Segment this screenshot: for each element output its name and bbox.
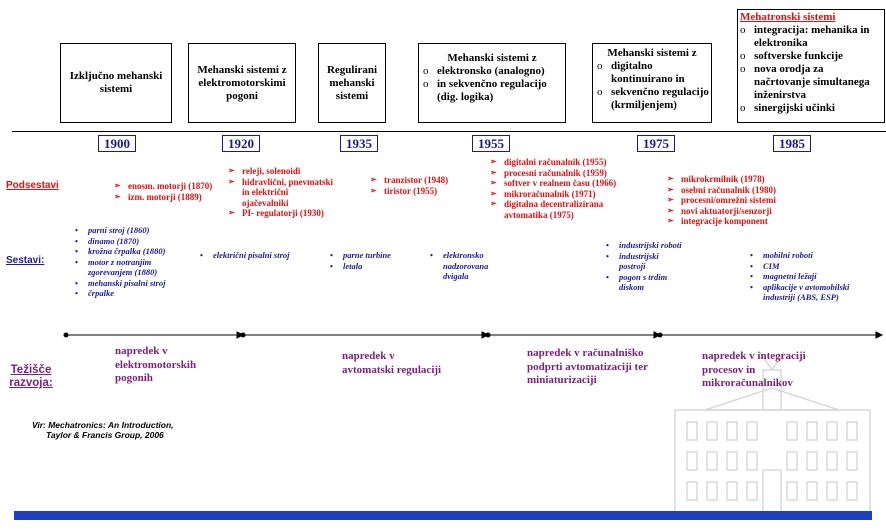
list-item: industrijski roboti bbox=[619, 240, 682, 250]
list-item: elektronsko nadzorovana dvigala bbox=[443, 250, 489, 281]
source-citation: Vir: Mechatronics: An Introduction, Tayl… bbox=[32, 420, 174, 440]
timeline-line bbox=[12, 131, 886, 132]
subsystems-1955: ➢digitalni računalnik (1955) ➢procesni r… bbox=[490, 157, 625, 220]
list-item: procesni/omrežni sistemi bbox=[681, 195, 776, 205]
source-line-2: Taylor & Francis Group, 2006 bbox=[46, 430, 164, 440]
list-item: krožna črpalka (1880) bbox=[88, 246, 166, 256]
phase-item: sekvenčno regulacijo (krmiljenjem) bbox=[611, 86, 709, 111]
year-1985: 1985 bbox=[773, 135, 811, 152]
list-item: hidravlični, pnevmatski in električni oj… bbox=[242, 176, 334, 208]
bottom-bar bbox=[14, 511, 872, 520]
label-tezisce: Težišče razvoja: bbox=[9, 364, 53, 389]
list-item: črpalke bbox=[88, 288, 114, 298]
phase-title-4: Mehanski sistemi z bbox=[447, 52, 537, 64]
progress-text-4: napredek v integraciji procesov in mikro… bbox=[702, 350, 806, 389]
list-item: PI- regulatorji (1930) bbox=[242, 208, 324, 218]
list-item: novi aktuatorji/senzorji bbox=[681, 205, 772, 216]
year-1900: 1900 bbox=[98, 135, 136, 152]
list-item: digitalna decentralizirana avtomatika (1… bbox=[504, 199, 604, 220]
systems-1935: •parne turbine •letala bbox=[330, 250, 391, 271]
phase-title-6: Mehatronski sistemi bbox=[740, 11, 836, 23]
progress-text-3: napredek v računalniško podprti avtomati… bbox=[527, 347, 648, 386]
list-item: CIM bbox=[763, 260, 780, 271]
year-1955: 1955 bbox=[472, 135, 510, 152]
list-item: osebni računalnik (1980) bbox=[681, 184, 777, 195]
systems-1955: •elektronsko nadzorovana dvigala bbox=[430, 250, 510, 282]
phase-item: nova orodja za načrtovanje simultanega i… bbox=[754, 63, 870, 101]
year-1935: 1935 bbox=[340, 135, 378, 152]
list-item: mobilni roboti bbox=[763, 250, 813, 260]
subsystems-1920: ➢releji, solenoidi ➢hidravlični, pnevmat… bbox=[228, 166, 336, 219]
list-item: pogon s trdim diskom bbox=[619, 271, 668, 293]
phase-label-3: Regulirani mehanski sistemi bbox=[326, 63, 378, 102]
list-item: parne turbine bbox=[343, 250, 391, 260]
list-item: industrijski postroji bbox=[619, 250, 659, 272]
university-watermark bbox=[674, 351, 871, 516]
list-item: magnetni ležaji bbox=[763, 271, 817, 281]
list-item: motor z notranjim zgorevanjem (1880) bbox=[88, 256, 158, 278]
list-item: letala bbox=[343, 260, 363, 271]
list-item: dinamo (1870) bbox=[88, 235, 140, 246]
phase-label-1: Izključno mehanski sistemi bbox=[69, 70, 163, 95]
label-podsestavi: Podsestavi bbox=[6, 180, 59, 191]
list-item: aplikacije v avtomobilski industriji (AB… bbox=[763, 281, 850, 303]
label-sestavi: Sestavi: bbox=[6, 255, 45, 266]
subsystems-1935: ➢tranzistor (1948) ➢tiristor (1955) bbox=[370, 175, 449, 196]
list-item: mehanski pisalni stroj bbox=[88, 277, 166, 288]
list-item: električni pisalni stroj bbox=[213, 250, 290, 260]
phase-item: softverske funkcije bbox=[754, 50, 843, 62]
list-item: procesni računalnik (1959) bbox=[504, 167, 607, 178]
phase-box-3: Regulirani mehanski sistemi bbox=[318, 43, 386, 123]
progress-text-1: napredek v elektromotorskih pogonih bbox=[115, 345, 197, 384]
phase-title-5: Mehanski sistemi z bbox=[607, 47, 697, 59]
list-item: softver v realnem času (1966) bbox=[504, 178, 617, 188]
list-item: izm. motorji (1889) bbox=[128, 191, 202, 202]
list-item: parni stroj (1860) bbox=[88, 225, 150, 235]
systems-1920: •električni pisalni stroj bbox=[200, 250, 290, 260]
subsystems-1975: ➢mikrokrmilnik (1978) ➢osebni računalnik… bbox=[667, 174, 777, 226]
list-item: mikroračunalnik (1971) bbox=[504, 188, 596, 199]
subsystems-1900: ➢enosm. motorji (1870) ➢izm. motorji (18… bbox=[114, 181, 213, 202]
phase-label-2: Mehanski sistemi z elektromotorskimi pog… bbox=[197, 63, 287, 102]
phase-item: in sekvenčno regulacijo (dig. logika) bbox=[437, 78, 547, 103]
phase-box-2: Mehanski sistemi z elektromotorskimi pog… bbox=[188, 43, 296, 123]
systems-1975: •industrijski roboti •industrijski postr… bbox=[606, 240, 686, 293]
progress-arrows bbox=[63, 331, 884, 339]
list-item: digitalni računalnik (1955) bbox=[504, 157, 607, 167]
phase-item: elektronsko (analogno) bbox=[437, 65, 545, 77]
year-1975: 1975 bbox=[637, 135, 675, 152]
list-item: tiristor (1955) bbox=[384, 185, 438, 196]
phase-item: sinergijski učinki bbox=[754, 102, 835, 114]
list-item: mikrokrmilnik (1978) bbox=[681, 174, 765, 184]
systems-1985: •mobilni roboti •CIM •magnetni ležaji •a… bbox=[750, 250, 860, 303]
list-item: tranzistor (1948) bbox=[384, 175, 449, 185]
phase-item: integracija: mehanika in elektronika bbox=[754, 24, 870, 49]
year-1920: 1920 bbox=[222, 135, 260, 152]
list-item: integracije komponent bbox=[681, 216, 768, 226]
list-item: releji, solenoidi bbox=[242, 166, 301, 176]
progress-text-2: napredek v avtomatski regulaciji bbox=[342, 350, 442, 376]
source-line-1: Vir: Mechatronics: An Introduction, bbox=[32, 420, 174, 430]
phase-box-1: Izključno mehanski sistemi bbox=[60, 43, 172, 123]
phase-item: digitalno kontinuirano in bbox=[611, 60, 685, 85]
systems-1900: •parni stroj (1860) •dinamo (1870) •krož… bbox=[75, 225, 195, 299]
list-item: enosm. motorji (1870) bbox=[128, 181, 213, 191]
